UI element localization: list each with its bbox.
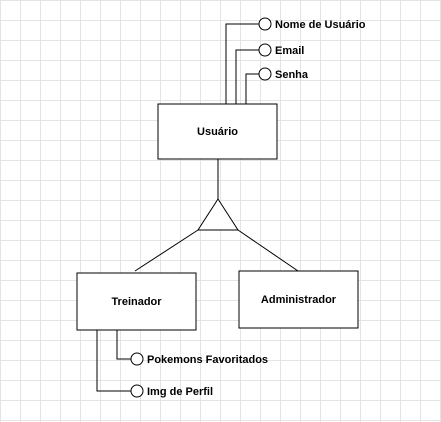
attribute-label: Img de Perfil: [147, 386, 213, 398]
attribute-circle-icon: [258, 43, 272, 57]
attribute-img-de-perfil[interactable]: Img de Perfil: [130, 384, 213, 398]
attribute-senha[interactable]: Senha: [258, 67, 309, 81]
usuario-attribute-connectors: [225, 23, 259, 104]
entity-label: Administrador: [261, 294, 337, 306]
attribute-label: Senha: [275, 69, 309, 81]
attribute-label: Nome de Usuário: [275, 19, 366, 31]
connector-pokemons-favoritados: [116, 330, 131, 360]
connector-nome-de-usuario: [225, 23, 259, 104]
connector-specialization-to-administrador: [237, 229, 299, 272]
entity-administrador[interactable]: Administrador: [238, 270, 359, 329]
attribute-nome-de-usuario[interactable]: Nome de Usuário: [258, 17, 366, 31]
attribute-pokemons-favoritados[interactable]: Pokemons Favoritados: [130, 352, 268, 366]
entity-label: Treinador: [111, 296, 162, 308]
connector-img-de-perfil: [96, 330, 131, 392]
specialization: [134, 159, 299, 272]
treinador-attribute-connectors: [96, 330, 131, 392]
connector-specialization-to-treinador: [134, 229, 199, 272]
connector-email: [235, 49, 259, 104]
entity-box: [76, 272, 197, 331]
attribute-circle-icon: [130, 384, 144, 398]
entity-box: [157, 103, 278, 160]
attribute-label: Pokemons Favoritados: [147, 354, 268, 366]
entity-box: [238, 270, 359, 329]
specialization-triangle-icon[interactable]: [197, 198, 239, 231]
attribute-circle-icon: [258, 17, 272, 31]
attribute-email[interactable]: Email: [258, 43, 304, 57]
attribute-circle-icon: [130, 352, 144, 366]
attribute-label: Email: [275, 45, 304, 57]
entity-usuario[interactable]: Usuário: [157, 103, 278, 160]
attribute-circle-icon: [258, 67, 272, 81]
connector-senha: [245, 73, 259, 104]
entity-treinador[interactable]: Treinador: [76, 272, 197, 331]
entity-label: Usuário: [197, 126, 238, 138]
